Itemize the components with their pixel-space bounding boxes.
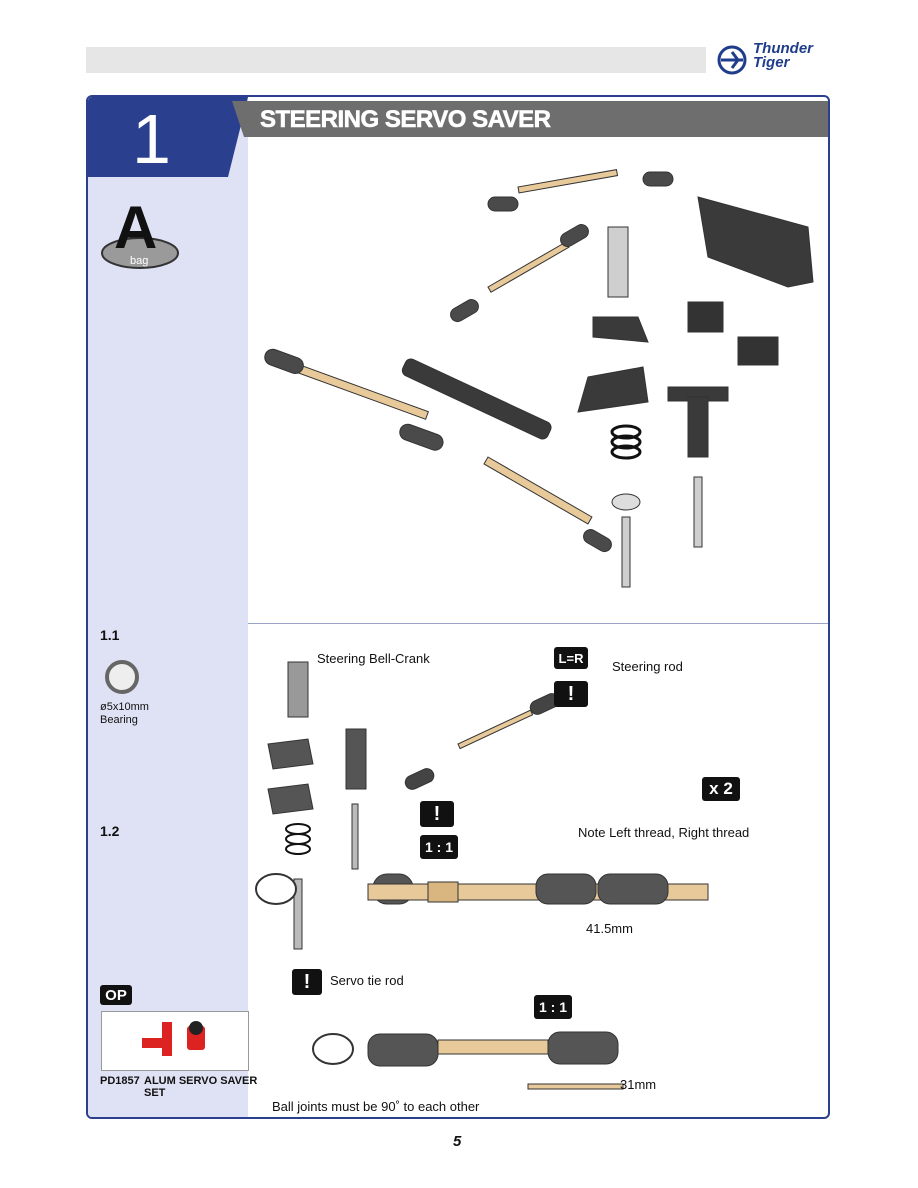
bearing-size: ø5x10mm (100, 701, 149, 713)
brand-name: Thunder Tiger (753, 40, 813, 71)
thunder-tiger-logo (717, 45, 747, 75)
bag-letter: A (114, 194, 158, 261)
assembly-detail-drawing (255, 661, 709, 1090)
section-1-1-label: 1.1 (100, 627, 120, 643)
bag-label: bag (130, 255, 149, 267)
optional-part-image (101, 1011, 249, 1071)
servo-tie-rod-label: Servo tie rod (330, 973, 404, 988)
optional-part-name-2: SET (144, 1087, 166, 1099)
section-1-2-label: 1.2 (100, 823, 120, 839)
header-bar (86, 47, 706, 73)
exploded-view-drawing (264, 169, 814, 588)
steering-rod-label: Steering rod (612, 659, 683, 674)
optional-badge: OP (100, 985, 132, 1005)
ball-joint-note: Ball joints must be 90˚ to each other (272, 1099, 480, 1114)
warning-badge-2: ! (420, 801, 454, 827)
bell-crank-label: Steering Bell-Crank (317, 651, 430, 666)
lr-badge: L=R (554, 647, 588, 669)
step-frame: 1 STEERING SERVO SAVER A bag (86, 95, 830, 1119)
servo-saver-part-icon (142, 1021, 205, 1056)
sidebar (88, 97, 248, 1117)
bag-badge (101, 237, 179, 269)
brand-line-1: Thunder (753, 40, 813, 57)
rod-length-2: 31mm (620, 1077, 657, 1092)
warning-badge-1: ! (554, 681, 588, 707)
step-number: 1 (132, 100, 171, 178)
times-two-badge: x 2 (702, 777, 740, 801)
bearing-name: Bearing (100, 714, 138, 726)
page-number: 5 (453, 1133, 462, 1150)
title-bar (232, 101, 828, 137)
scale-badge-2: 1 : 1 (534, 995, 572, 1019)
step-title: STEERING SERVO SAVER (260, 106, 552, 134)
bearing-icon (105, 660, 139, 694)
optional-part-code: PD1857 (100, 1075, 140, 1087)
brand-line-2: Tiger (753, 54, 790, 71)
thread-note: Note Left thread, Right thread (578, 825, 750, 840)
warning-badge-3: ! (292, 969, 322, 995)
step-tab (88, 97, 248, 177)
section-divider (248, 623, 828, 624)
rod-length-1: 41.5mm (586, 921, 633, 936)
scale-badge-1: 1 : 1 (420, 835, 458, 859)
optional-part-name-1: ALUM SERVO SAVER (144, 1075, 258, 1087)
